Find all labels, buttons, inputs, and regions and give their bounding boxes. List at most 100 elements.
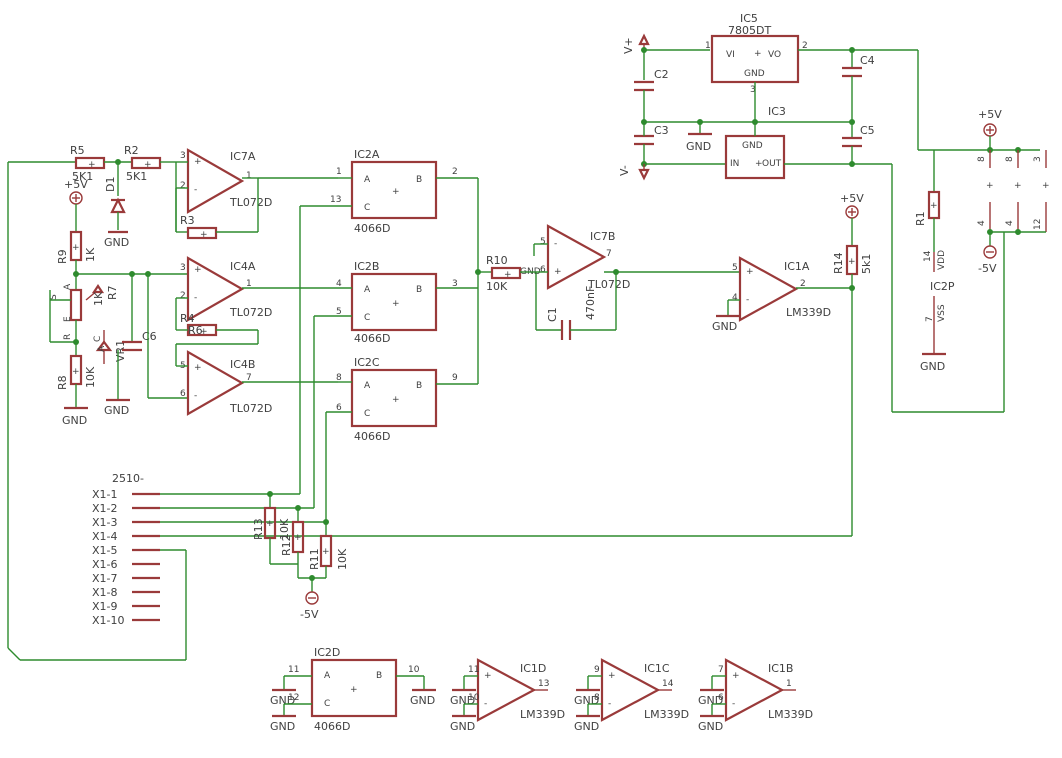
analog-switches: IC2A 4066D A B C + 1 2 13 IC2B 4066D A B… (270, 148, 481, 733)
svg-text:8: 8 (336, 373, 342, 383)
svg-text:2: 2 (180, 181, 186, 191)
svg-text:GND: GND (450, 694, 475, 707)
svg-text:E: E (63, 316, 73, 322)
svg-text:3: 3 (180, 151, 186, 161)
svg-text:R13: R13 (252, 518, 265, 540)
r10-resistor (490, 266, 522, 280)
svg-text:4: 4 (336, 279, 342, 289)
svg-text:6: 6 (718, 693, 724, 703)
svg-text:1K: 1K (92, 291, 105, 306)
svg-text:8: 8 (594, 693, 600, 703)
opamps: IC7A TL072D 3 2 1 + - + R3 IC4A TL072D 3… (160, 148, 873, 537)
svg-text:TL072D: TL072D (229, 306, 272, 319)
connector-title: 2510- (112, 472, 144, 485)
svg-text:+: + (194, 157, 202, 167)
svg-text:3: 3 (750, 85, 756, 95)
svg-text:10: 10 (408, 665, 420, 675)
svg-text:R1: R1 (914, 211, 927, 226)
svg-text:2: 2 (800, 279, 806, 289)
svg-text:7: 7 (246, 373, 252, 383)
svg-text:C: C (364, 203, 370, 213)
svg-text:2: 2 (452, 167, 458, 177)
svg-text:8: 8 (977, 156, 987, 162)
svg-text:D1: D1 (104, 177, 117, 192)
svg-text:5K1: 5K1 (126, 170, 147, 183)
svg-text:IC2D: IC2D (314, 646, 340, 659)
svg-text:R2: R2 (124, 144, 139, 157)
svg-text:GND: GND (270, 720, 295, 733)
ic2d-switch (310, 658, 398, 718)
c6-label: C6 (142, 330, 157, 343)
svg-text:7: 7 (606, 249, 612, 259)
svg-text:R7: R7 (106, 285, 119, 300)
ic7a-opamp (186, 148, 245, 214)
power-supply: V+ V- C2 C3 GND IC5 7805DT VI VO GND + 1… (618, 12, 1004, 413)
svg-text:IC7A: IC7A (230, 150, 256, 163)
svg-text:2: 2 (180, 291, 186, 301)
svg-text:GND: GND (574, 720, 599, 733)
svg-text:1: 1 (705, 41, 711, 51)
svg-text:+: + (1042, 181, 1050, 191)
svg-text:S: S (49, 294, 59, 300)
svg-text:4066D: 4066D (314, 720, 350, 733)
svg-text:+: + (608, 671, 616, 681)
svg-text:GND: GND (698, 720, 723, 733)
svg-text:9: 9 (452, 373, 458, 383)
svg-text:R9: R9 (56, 249, 69, 264)
svg-text:6: 6 (540, 265, 546, 275)
svg-text:R14: R14 (832, 252, 845, 274)
svg-text:A: A (324, 671, 331, 681)
svg-text:TL072D: TL072D (229, 196, 272, 209)
connector-pin-label: X1-4 (92, 530, 118, 543)
c3-label: C3 (654, 124, 669, 137)
svg-text:LM339D: LM339D (644, 708, 689, 721)
svg-text:VDD: VDD (937, 250, 947, 270)
svg-text:12: 12 (288, 693, 299, 703)
svg-text:+: + (755, 159, 763, 169)
connector-pin-label: X1-2 (92, 502, 118, 515)
svg-text:12: 12 (1033, 219, 1043, 230)
ic1a-comparator (738, 256, 799, 322)
ic1d-comparator (476, 658, 537, 722)
svg-text:5: 5 (732, 263, 738, 273)
svg-text:7: 7 (718, 665, 724, 675)
svg-text:+: + (266, 519, 274, 529)
connector-pin-label: X1-10 (92, 614, 125, 627)
svg-text:-: - (194, 185, 197, 195)
svg-text:IC2A: IC2A (354, 148, 380, 161)
svg-text:GND: GND (104, 404, 129, 417)
svg-text:3: 3 (452, 279, 458, 289)
vr1-potentiometer (69, 288, 83, 322)
svg-text:GND: GND (698, 694, 723, 707)
svg-text:4066D: 4066D (354, 430, 390, 443)
svg-text:13: 13 (538, 679, 549, 689)
svg-text:IN: IN (730, 159, 739, 169)
svg-text:10K: 10K (278, 518, 291, 540)
svg-text:1: 1 (336, 167, 342, 177)
r3-resistor (186, 226, 218, 240)
svg-text:IC4B: IC4B (230, 358, 255, 371)
svg-text:B: B (416, 175, 422, 185)
c4-label: C4 (860, 54, 875, 67)
vminus-label: V- (618, 165, 631, 176)
svg-text:GND: GND (450, 720, 475, 733)
connector-x1: 2510- X1-1X1-2X1-3X1-4X1-5X1-6X1-7X1-8X1… (92, 472, 349, 627)
svg-text:VO: VO (768, 50, 781, 60)
svg-text:14: 14 (923, 250, 933, 262)
svg-text:+: + (392, 187, 400, 197)
connector-pins: X1-1X1-2X1-3X1-4X1-5X1-6X1-7X1-8X1-9X1-1… (92, 488, 160, 627)
svg-text:C: C (324, 699, 330, 709)
svg-text:1: 1 (786, 679, 792, 689)
svg-text:IC1B: IC1B (768, 662, 793, 675)
vplus-arrow-icon (638, 33, 650, 46)
svg-text:10K: 10K (336, 548, 349, 570)
svg-text:-: - (554, 239, 557, 249)
svg-text:+: + (392, 299, 400, 309)
svg-text:+: + (200, 327, 208, 337)
svg-text:+: + (392, 395, 400, 405)
svg-text:A: A (364, 381, 371, 391)
svg-text:B: B (416, 381, 422, 391)
gnd-label-c3: GND (686, 140, 711, 153)
svg-text:GND: GND (920, 360, 945, 373)
